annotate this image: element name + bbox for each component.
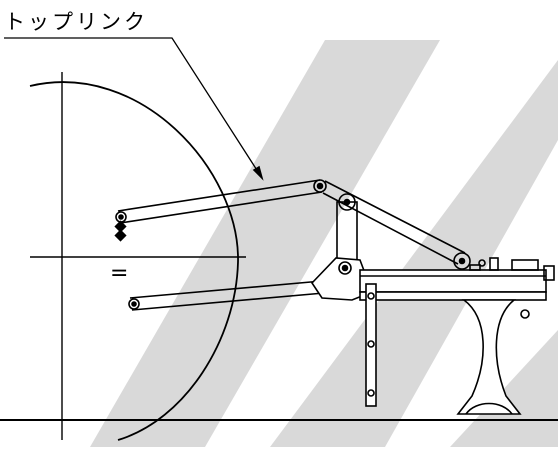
watermark-stripe-2 <box>270 60 558 447</box>
leader-line <box>4 37 263 179</box>
frame-bolt <box>478 259 486 267</box>
top-link-label: トップリンク <box>4 10 148 34</box>
drop-rod <box>365 283 377 407</box>
mark-equals: = <box>110 261 128 286</box>
chain <box>114 220 127 242</box>
leader-arrowhead <box>252 165 264 181</box>
hitch-frame <box>359 257 555 319</box>
line-drawing <box>0 37 558 441</box>
wheel-arc <box>29 81 239 441</box>
pedestal-stand <box>456 299 522 415</box>
watermark-stripe-1 <box>90 40 440 447</box>
mast <box>336 193 358 267</box>
